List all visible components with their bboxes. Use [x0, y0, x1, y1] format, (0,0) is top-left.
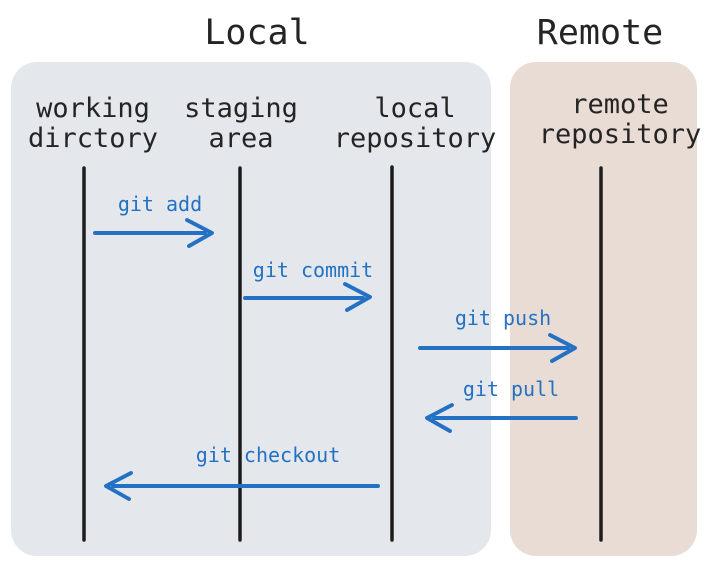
git-pull-arrowhead-icon [425, 403, 454, 433]
column-header-staging-area: staging area [184, 93, 298, 154]
git-checkout-arrow [104, 471, 380, 501]
git-commit-arrowhead-icon [343, 282, 372, 312]
column-header-remote-repository: remote repository [539, 89, 702, 150]
column-header-line: remote [571, 89, 669, 120]
git-checkout-arrowhead-icon [104, 471, 133, 501]
column-header-working-directory: working dirctory [28, 93, 158, 154]
section-title-remote: Remote [537, 13, 663, 53]
column-header-line: working [36, 93, 150, 124]
column-header-line: local [374, 93, 455, 124]
git-checkout-label: git checkout [196, 443, 341, 467]
column-header-line: repository [539, 119, 702, 150]
git-pull-label: git pull [463, 377, 559, 401]
git-add-label: git add [118, 192, 202, 216]
git-add-arrow [93, 218, 214, 248]
column-header-line: staging [184, 93, 298, 124]
section-title-local: Local [204, 13, 309, 53]
git-add-arrowhead-icon [185, 218, 214, 248]
column-header-line: area [208, 123, 273, 154]
git-pull-arrow [425, 403, 578, 433]
git-push-arrowhead-icon [548, 333, 577, 363]
column-header-line: repository [334, 123, 497, 154]
git-push-label: git push [455, 306, 551, 330]
git-commit-label: git commit [253, 258, 373, 282]
column-header-line: dirctory [28, 123, 158, 154]
column-header-local-repository: local repository [334, 93, 497, 154]
remote-section-box [510, 62, 697, 556]
local-section-box [11, 62, 491, 556]
git-commit-arrow [243, 282, 372, 312]
git-push-arrow [418, 333, 577, 363]
